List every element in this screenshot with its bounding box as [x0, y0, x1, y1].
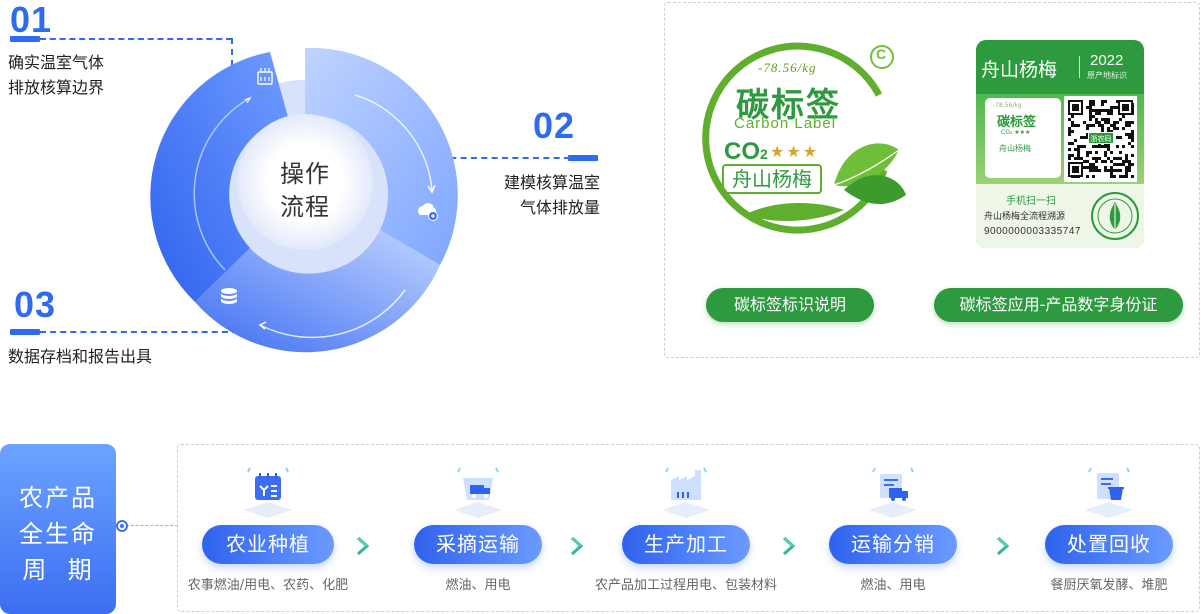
chevron-right-icon: [997, 536, 1010, 556]
step-01-bar: [10, 36, 40, 42]
cycle-center-label: 操作 流程: [280, 160, 330, 221]
factory-icon: [662, 467, 710, 518]
product-digital-id-tag: 舟山杨梅 2022 原产地标识 -78.56/kg 碳标签 CO₂ ★★★ 舟山…: [976, 40, 1144, 248]
delivery-truck-icon: [869, 467, 917, 518]
stage-4-description: 燃油、用电: [860, 578, 926, 593]
stage-1-description: 农事燃油/用电、农药、化肥: [187, 578, 349, 593]
recycle-bin-icon: [1085, 467, 1133, 518]
qr-code[interactable]: 浙农码: [1064, 96, 1137, 182]
stage-2-label[interactable]: 采摘运输: [414, 525, 542, 564]
co2-mark: CO2: [724, 138, 768, 165]
tag-product-name: 舟山杨梅: [981, 59, 1058, 81]
carbon-rating-stars: ★★★: [770, 142, 820, 161]
product-digital-id-button[interactable]: 碳标签应用-产品数字身份证: [934, 288, 1183, 322]
carbon-label-en-title: Carbon Label: [734, 115, 837, 132]
step-03-connector: [40, 331, 238, 333]
step-03-text: 数据存档和报告出具: [8, 347, 153, 366]
carbon-label-explain-button[interactable]: 碳标签标识说明: [706, 288, 874, 322]
tag-trace-text: 舟山杨梅全流程溯源: [984, 212, 1066, 222]
lifecycle-title-box: 农产品 全生命 周 期: [0, 444, 116, 614]
carbon-label-value: -78.56/kg: [758, 60, 817, 75]
stage-4-label[interactable]: 运输分销: [829, 525, 957, 564]
stage-5-label[interactable]: 处置回收: [1045, 525, 1173, 564]
step-01-text: 确实温室气体 排放核算边界: [8, 53, 105, 97]
step-02-connector: [440, 157, 570, 159]
tag-year: 2022: [1090, 52, 1124, 69]
step-01-connector-down: [231, 38, 233, 66]
stage-2-description: 燃油、用电: [445, 578, 511, 593]
chevron-right-icon: [357, 536, 370, 556]
cycle-ring: [150, 47, 458, 353]
planting-calendar-icon: [244, 467, 292, 518]
step-03-bar: [10, 329, 40, 335]
cloud-add-icon: [418, 203, 438, 221]
database-icon: [221, 288, 237, 304]
copyright-letter: C: [876, 46, 887, 62]
stage-5-description: 餐厨厌氧发酵、堆肥: [1050, 578, 1168, 593]
stage-3-description: 农产品加工过程用电、包装材料: [594, 578, 777, 593]
lifecycle-connector: [116, 525, 178, 526]
carbon-label-logo: [702, 42, 906, 234]
step-02-text: 建模核算温室 气体排放量: [503, 173, 600, 217]
cycle-segment-3: [195, 230, 440, 353]
stage-3-label[interactable]: 生产加工: [622, 525, 750, 564]
cycle-segment-1: [150, 52, 288, 302]
origin-seal-icon: [1091, 192, 1139, 240]
tag-scan-text: 手机扫一扫: [1006, 196, 1056, 207]
picking-basket-truck-icon: [454, 467, 502, 518]
step-01-number: 01: [10, 0, 53, 40]
factory-emission-icon: [257, 68, 273, 85]
qr-badge: 浙农码: [1088, 132, 1114, 144]
lifecycle-connector-dot: [116, 520, 128, 532]
chevron-right-icon: [571, 536, 584, 556]
tag-code: 9000000003335747: [984, 226, 1081, 237]
carbon-label-product: 舟山杨梅: [722, 164, 822, 194]
copyright-icon: [870, 45, 894, 69]
tag-mini-carbon-label: -78.56/kg 碳标签 CO₂ ★★★ 舟山杨梅: [985, 98, 1061, 178]
cycle-center-disc: [237, 114, 373, 250]
step-02-bar: [568, 155, 598, 161]
step-03-number: 03: [14, 284, 57, 325]
step-01-connector: [40, 38, 232, 40]
stage-1-label[interactable]: 农业种植: [202, 525, 334, 564]
step-02-number: 02: [533, 105, 576, 146]
chevron-right-icon: [783, 536, 796, 556]
lifecycle-stages-panel: [177, 444, 1200, 612]
tag-origin: 原产地标识: [1087, 71, 1127, 80]
carbon-label-cn-title: 碳标签: [736, 85, 841, 124]
